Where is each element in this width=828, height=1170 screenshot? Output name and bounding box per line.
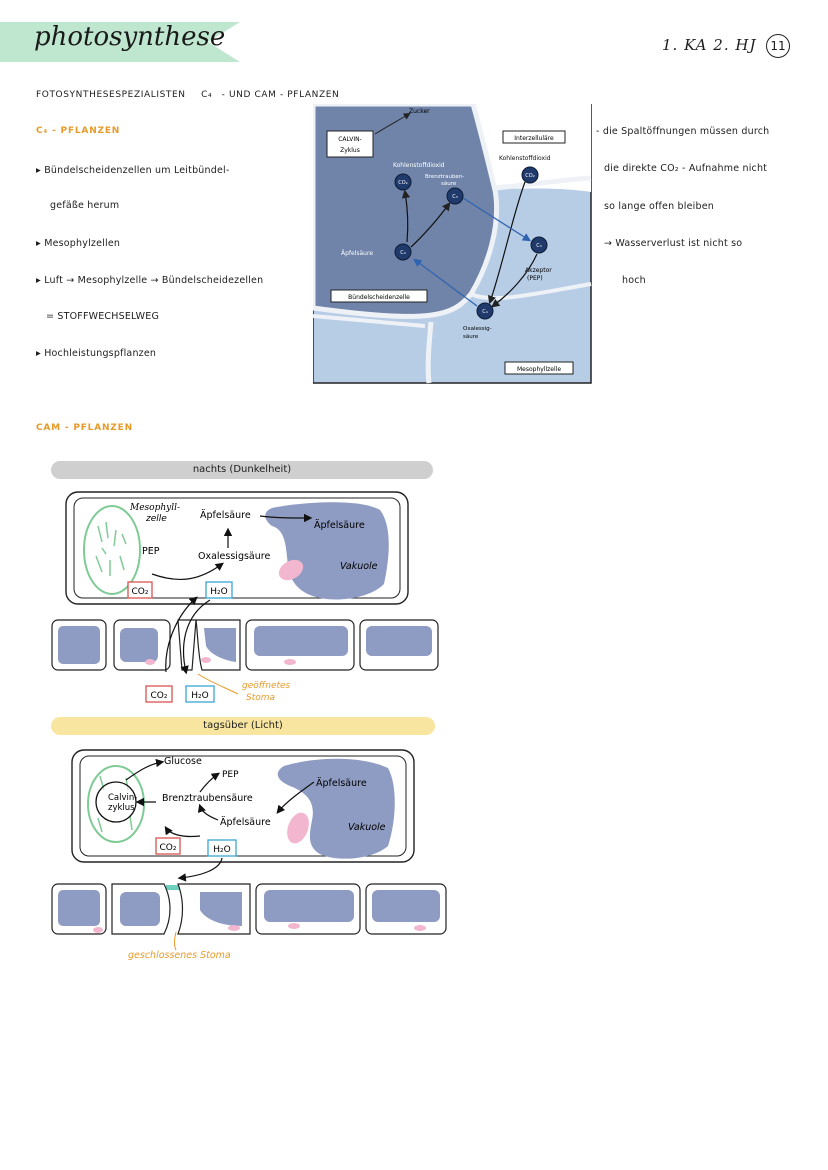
day-vakuole-label: Vakuole [348,822,386,833]
c4-interzellulare-label: Interzelluläre [514,135,554,142]
c4-brenz-label-2: säure [441,181,457,187]
c4-co2-label-right: Kohlenstoffdioxid [499,155,551,162]
night-h2o-label: H₂O [210,587,227,597]
night-pep-label: PEP [142,546,160,557]
night-apfel-label: Äpfelsäure [200,510,251,521]
night-apfel-vac-label: Äpfelsäure [314,520,365,531]
day-h2o-label: H₂O [213,845,230,855]
cam-night-diagram: Mesophyll- zelle Äpfelsäure Äpfelsäure V… [51,491,439,703]
day-stoma-label: geschlossenes Stoma [128,950,231,961]
c4-oxal-label-2: säure [463,334,479,340]
night-mesophyll-label-1: Mesophyll- [129,503,180,513]
day-banner: tagsüber (Licht) [51,717,435,735]
night-epidermis [51,619,439,671]
day-stoma-seal [166,885,190,890]
day-banner-label: tagsüber (Licht) [203,720,283,731]
c4-calvin-label-1: CALVIN- [338,136,362,143]
c4-buendel-label: Bündelscheidenzelle [348,294,410,301]
c4-note-1: - die Spaltöffnungen müssen durch [596,126,770,137]
day-calvin-label-2: zyklus [108,803,135,813]
night-co2-label: CO₂ [132,587,149,597]
night-stoma-label-1: geöffnetes [242,681,291,691]
c4-co2-node-left: CO₂ [398,180,407,186]
day-apfel-label: Äpfelsäure [220,817,271,828]
c4-heading: C₄ - PFLANZEN [36,126,121,136]
night-stoma-label-2: Stoma [246,693,275,703]
c4-akzeptor-label-1: Akzeptor [525,267,552,274]
c4-co2-label-left: Kohlenstoffdioxid [393,162,445,169]
c4-bullet-3: ▸ Luft → Mesophylzelle → Bündelscheideze… [36,275,264,286]
section-title-c4: C₄ [201,90,213,100]
day-apfel-vac-label: Äpfelsäure [316,778,367,789]
c4-note-2: die direkte CO₂ - Aufnahme nicht [604,163,768,174]
c4-akzeptor-label-2: (PEP) [527,275,543,282]
c4-c4-node-bottom: C₄ [482,309,488,315]
day-vacuole [277,758,395,859]
night-chloroplast [83,505,141,595]
day-pep-label: PEP [222,770,239,780]
c4-bullet-1: ▸ Bündelscheidenzellen um Leitbündel- [36,165,230,176]
section-title-prefix: FOTOSYNTHESESPEZIALISTEN [36,90,186,100]
day-epidermis [51,883,447,935]
intercellular-space [473,104,591,192]
day-brenz-label: Brenztraubensäure [162,793,253,804]
section-title-rest: - UND CAM - PFLANZEN [221,90,340,100]
night-h2o-out-label: H₂O [191,691,208,701]
night-co2-out-label: CO₂ [151,691,168,701]
cam-heading: CAM - PFLANZEN [36,423,133,433]
c4-note-3: so lange offen bleiben [604,201,714,212]
day-glucose-label: Glucose [164,756,202,767]
page-title: photosynthese [34,22,226,52]
day-co2-label: CO₂ [160,843,177,853]
day-calvin-label-1: Calvin- [108,793,137,803]
night-vakuole-label: Vakuole [340,561,378,572]
c4-apfel-label: Äpfelsäure [341,250,373,257]
c4-meso-label: Mesophyllzelle [517,366,561,373]
c4-bullet-2: ▸ Mesophylzellen [36,238,121,249]
c4-co2-node-right: CO₂ [525,173,534,179]
c4-diagram: CALVIN- Zyklus Zucker Interzelluläre Koh… [313,104,592,384]
night-oxal-label: Oxalessigsäure [198,551,270,562]
c4-bullet-4: ▸ Hochleistungspflanzen [36,348,157,359]
night-mesophyll-label-2: zelle [145,514,167,524]
c4-oxal-label-1: Oxalessig- [463,326,492,332]
c4-c4-node-left: C₄ [400,250,406,256]
cam-day-diagram: Calvin- zyklus Glucose Äpfelsäure Vakuol… [51,749,447,961]
page-number: 11 [766,34,790,58]
c4-calvin-label-2: Zyklus [340,147,360,154]
c4-brenz-label-1: Brenztrauben- [425,174,464,180]
header-meta: 1. KA 2. HJ [662,36,757,54]
c4-zucker-label: Zucker [409,108,430,115]
night-banner-label: nachts (Dunkelheit) [192,464,292,475]
section-title: FOTOSYNTHESESPEZIALISTEN C₄ - UND CAM - … [36,90,339,100]
c4-c3-node-left: C₃ [452,194,458,200]
c4-note-4: → Wasserverlust ist nicht so [604,238,743,249]
c4-bullet-stoffwechsel: = STOFFWECHSELWEG [46,311,160,322]
c4-c3-node-right: C₃ [536,243,542,249]
c4-note-5: hoch [622,275,646,286]
title-ribbon [0,22,240,62]
night-banner: nachts (Dunkelheit) [51,461,433,479]
c4-bullet-1-cont: gefäße herum [50,200,120,211]
